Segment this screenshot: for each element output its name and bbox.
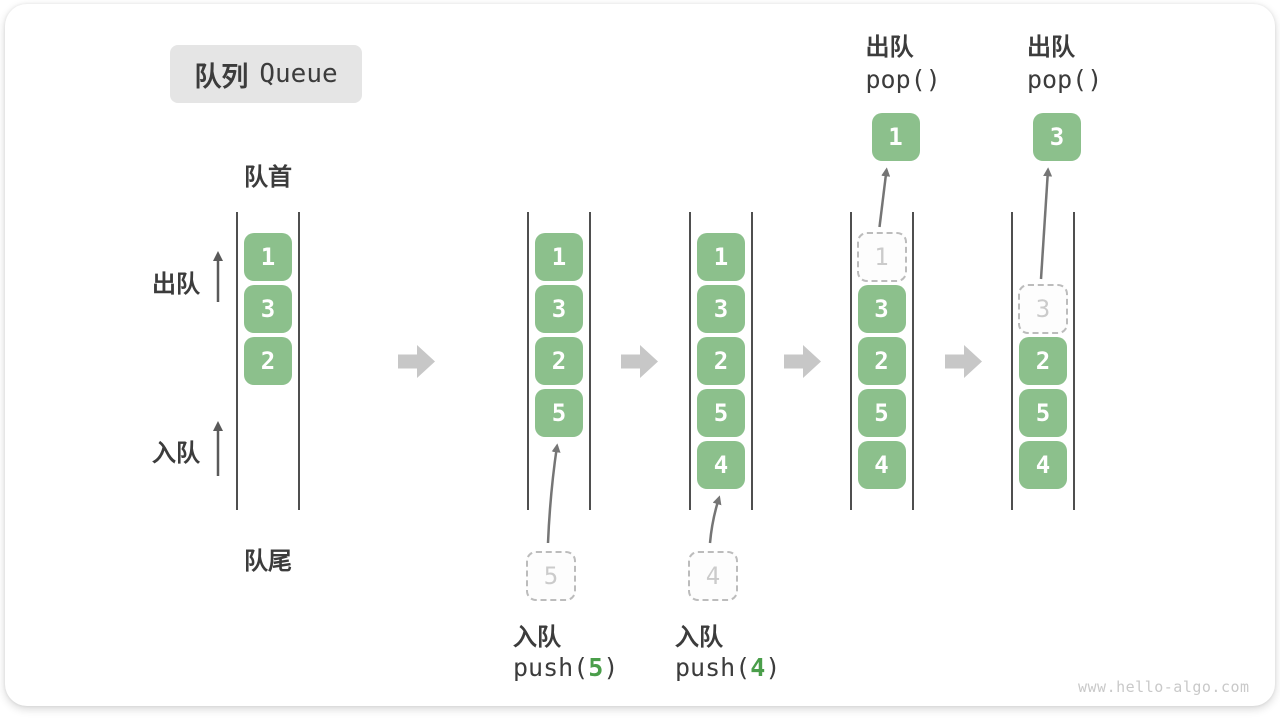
popped-item-box: 3 — [1033, 113, 1081, 161]
label-queue-front: 队首 — [244, 164, 292, 191]
queue-item-box: 3 — [857, 285, 906, 333]
queue-item-box: 2 — [244, 337, 292, 385]
operation-code-text: pop() — [1027, 65, 1103, 94]
queue-item-box: 2 — [1019, 337, 1067, 385]
queue-wall-left — [527, 212, 529, 510]
queue-wall-left — [236, 212, 238, 510]
queue-item-box: 1 — [244, 233, 292, 281]
queue-item-dashed-box: 3 — [1018, 284, 1068, 334]
queue-wall-right — [911, 212, 914, 510]
operation-code-text: ) — [603, 653, 619, 682]
operation-code-text: ) — [765, 653, 781, 682]
queue-wall-left — [689, 212, 691, 510]
queue-item-box: 4 — [1019, 441, 1067, 489]
operation-arg: 4 — [750, 653, 766, 682]
queue-item-box: 3 — [535, 285, 583, 333]
queue-item-box: 1 — [697, 233, 745, 281]
operation-code-text: push( — [513, 653, 589, 682]
pending-item-dashed-box: 4 — [688, 551, 738, 601]
queue-item-box: 4 — [697, 441, 745, 489]
operation-code: push(5) — [513, 653, 618, 682]
operation-label: 出队 — [865, 34, 914, 61]
label-queue-rear: 队尾 — [244, 548, 292, 575]
queue-wall-right — [298, 212, 300, 510]
operation-code-text: pop() — [865, 65, 941, 94]
queue-item-box: 2 — [697, 337, 745, 385]
pending-item-dashed-box: 5 — [526, 551, 576, 601]
title-zh: 队列 — [194, 61, 249, 92]
queue-item-box: 4 — [857, 441, 906, 489]
queue-wall-right — [751, 212, 753, 510]
queue-item-box: 2 — [535, 337, 583, 385]
queue-item-box: 2 — [857, 337, 906, 385]
queue-item-box: 5 — [535, 389, 583, 437]
operation-arg: 5 — [588, 653, 604, 682]
title-en: Queue — [259, 59, 338, 89]
operation-label: 出队 — [1027, 34, 1075, 61]
operation-label: 入队 — [675, 624, 723, 651]
popped-item-box: 1 — [871, 113, 920, 161]
queue-item-box: 5 — [697, 389, 745, 437]
queue-item-box: 3 — [697, 285, 745, 333]
label-enqueue: 入队 — [152, 440, 200, 467]
label-dequeue: 出队 — [152, 271, 200, 298]
diagram-card — [5, 4, 1275, 706]
operation-code-text: push( — [675, 653, 751, 682]
queue-wall-right — [1073, 212, 1075, 510]
operation-code: push(4) — [675, 653, 780, 682]
queue-wall-left — [849, 212, 852, 510]
queue-wall-right — [589, 212, 591, 510]
queue-wall-left — [1011, 212, 1013, 510]
operation-code: pop() — [1027, 65, 1102, 94]
queue-item-dashed-box: 1 — [856, 232, 907, 282]
queue-item-box: 1 — [535, 233, 583, 281]
queue-item-box: 5 — [857, 389, 906, 437]
title-badge: 队列 Queue — [170, 45, 362, 103]
queue-item-box: 5 — [1019, 389, 1067, 437]
operation-code: pop() — [866, 65, 941, 94]
operation-label: 入队 — [513, 624, 561, 651]
watermark: www.hello-algo.com — [1078, 678, 1250, 696]
queue-item-box: 3 — [244, 285, 292, 333]
